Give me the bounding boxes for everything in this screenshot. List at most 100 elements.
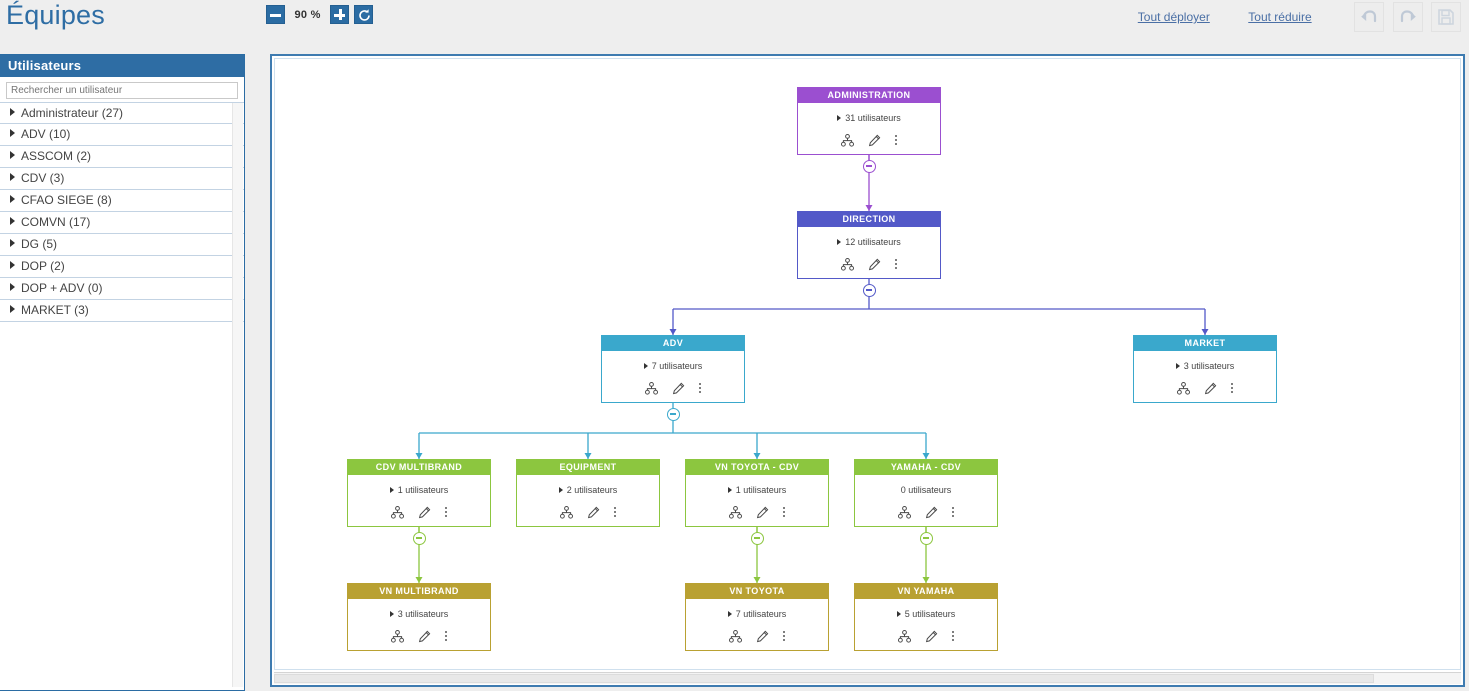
- expand-triangle-icon[interactable]: [10, 195, 15, 203]
- more-menu-action[interactable]: [783, 630, 785, 643]
- list-item[interactable]: DOP (2): [0, 256, 244, 278]
- list-item[interactable]: MARKET (3): [0, 300, 244, 322]
- hierarchy-action[interactable]: [841, 134, 855, 147]
- edit-action[interactable]: [418, 506, 431, 519]
- scrollbar-thumb[interactable]: [274, 674, 1374, 683]
- list-item-label: ADV (10): [21, 127, 71, 141]
- more-menu-action[interactable]: [783, 506, 785, 519]
- expand-triangle-icon[interactable]: [837, 115, 842, 121]
- hierarchy-action[interactable]: [391, 506, 405, 519]
- list-item[interactable]: DOP + ADV (0): [0, 278, 244, 300]
- more-menu-action[interactable]: [952, 630, 954, 643]
- edit-action[interactable]: [756, 506, 769, 519]
- org-node-actions: [348, 506, 490, 519]
- more-menu-action[interactable]: [445, 630, 447, 643]
- edit-action[interactable]: [868, 258, 881, 271]
- expand-triangle-icon[interactable]: [558, 487, 563, 493]
- expand-triangle-icon[interactable]: [10, 151, 15, 159]
- hierarchy-action[interactable]: [841, 258, 855, 271]
- hierarchy-action[interactable]: [898, 630, 912, 643]
- expand-triangle-icon[interactable]: [10, 217, 15, 225]
- edit-action[interactable]: [925, 506, 938, 519]
- more-menu-action[interactable]: [1231, 382, 1233, 395]
- zoom-in-button[interactable]: [330, 5, 350, 24]
- expand-triangle-icon[interactable]: [1175, 363, 1180, 369]
- collapse-all-link[interactable]: Tout réduire: [1248, 10, 1312, 24]
- list-item[interactable]: CDV (3): [0, 168, 244, 190]
- expand-triangle-icon[interactable]: [643, 363, 648, 369]
- collapse-toggle-button[interactable]: [919, 532, 933, 545]
- expand-triangle-icon[interactable]: [10, 173, 15, 181]
- expand-all-link[interactable]: Tout déployer: [1137, 10, 1210, 24]
- list-item[interactable]: DG (5): [0, 234, 244, 256]
- expand-triangle-icon[interactable]: [10, 283, 15, 291]
- edit-action[interactable]: [418, 630, 431, 643]
- more-menu-action[interactable]: [952, 506, 954, 519]
- user-count-label: 31 utilisateurs: [845, 113, 901, 123]
- expand-triangle-icon[interactable]: [896, 611, 901, 617]
- collapse-toggle-button[interactable]: [412, 532, 426, 545]
- edit-action[interactable]: [587, 506, 600, 519]
- hierarchy-action[interactable]: [729, 506, 743, 519]
- expand-triangle-icon[interactable]: [10, 305, 15, 313]
- search-input[interactable]: [6, 82, 238, 99]
- list-item[interactable]: ADV (10): [0, 124, 244, 146]
- hierarchy-action[interactable]: [1177, 382, 1191, 395]
- list-item-label: CDV (3): [21, 171, 65, 185]
- expand-triangle-icon[interactable]: [10, 129, 15, 137]
- undo-button[interactable]: [1354, 2, 1385, 32]
- chart-horizontal-scrollbar[interactable]: [274, 672, 1461, 684]
- edit-action[interactable]: [1204, 382, 1217, 395]
- list-item[interactable]: Administrateur (27): [0, 102, 244, 124]
- more-menu-action[interactable]: [614, 506, 616, 519]
- minus-icon: [865, 289, 872, 291]
- expand-triangle-icon[interactable]: [10, 108, 15, 116]
- collapse-toggle-button[interactable]: [862, 160, 876, 173]
- save-button[interactable]: [1431, 2, 1461, 32]
- reset-zoom-button[interactable]: [353, 5, 373, 24]
- more-menu-action[interactable]: [445, 506, 447, 519]
- hierarchy-action[interactable]: [645, 382, 659, 395]
- expand-triangle-icon[interactable]: [10, 239, 15, 247]
- redo-button[interactable]: [1392, 2, 1423, 32]
- org-node-body: 3 utilisateurs: [348, 599, 490, 650]
- more-menu-action[interactable]: [895, 134, 897, 147]
- zoom-out-button[interactable]: [266, 5, 285, 24]
- list-item[interactable]: COMVN (17): [0, 212, 244, 234]
- more-menu-action[interactable]: [699, 382, 701, 395]
- edit-action[interactable]: [756, 630, 769, 643]
- list-item-label: CFAO SIEGE (8): [21, 193, 112, 207]
- hierarchy-action[interactable]: [560, 506, 574, 519]
- sidebar-scrollbar[interactable]: [232, 103, 243, 687]
- list-item[interactable]: CFAO SIEGE (8): [0, 190, 244, 212]
- collapse-toggle-button[interactable]: [666, 408, 680, 421]
- hierarchy-action[interactable]: [898, 506, 912, 519]
- edit-action[interactable]: [868, 134, 881, 147]
- edit-action[interactable]: [925, 630, 938, 643]
- expand-triangle-icon[interactable]: [727, 611, 732, 617]
- collapse-toggle-button[interactable]: [862, 284, 876, 297]
- collapse-toggle-button[interactable]: [750, 532, 764, 545]
- list-item[interactable]: ASSCOM (2): [0, 146, 244, 168]
- expand-triangle-icon[interactable]: [727, 487, 732, 493]
- expand-triangle-icon[interactable]: [389, 611, 394, 617]
- hierarchy-action[interactable]: [729, 630, 743, 643]
- hierarchy-action[interactable]: [391, 630, 405, 643]
- expand-triangle-icon[interactable]: [10, 261, 15, 269]
- edit-action[interactable]: [672, 382, 685, 395]
- expand-triangle-icon[interactable]: [389, 487, 394, 493]
- more-menu-action[interactable]: [895, 258, 897, 271]
- expand-triangle-icon[interactable]: [837, 239, 842, 245]
